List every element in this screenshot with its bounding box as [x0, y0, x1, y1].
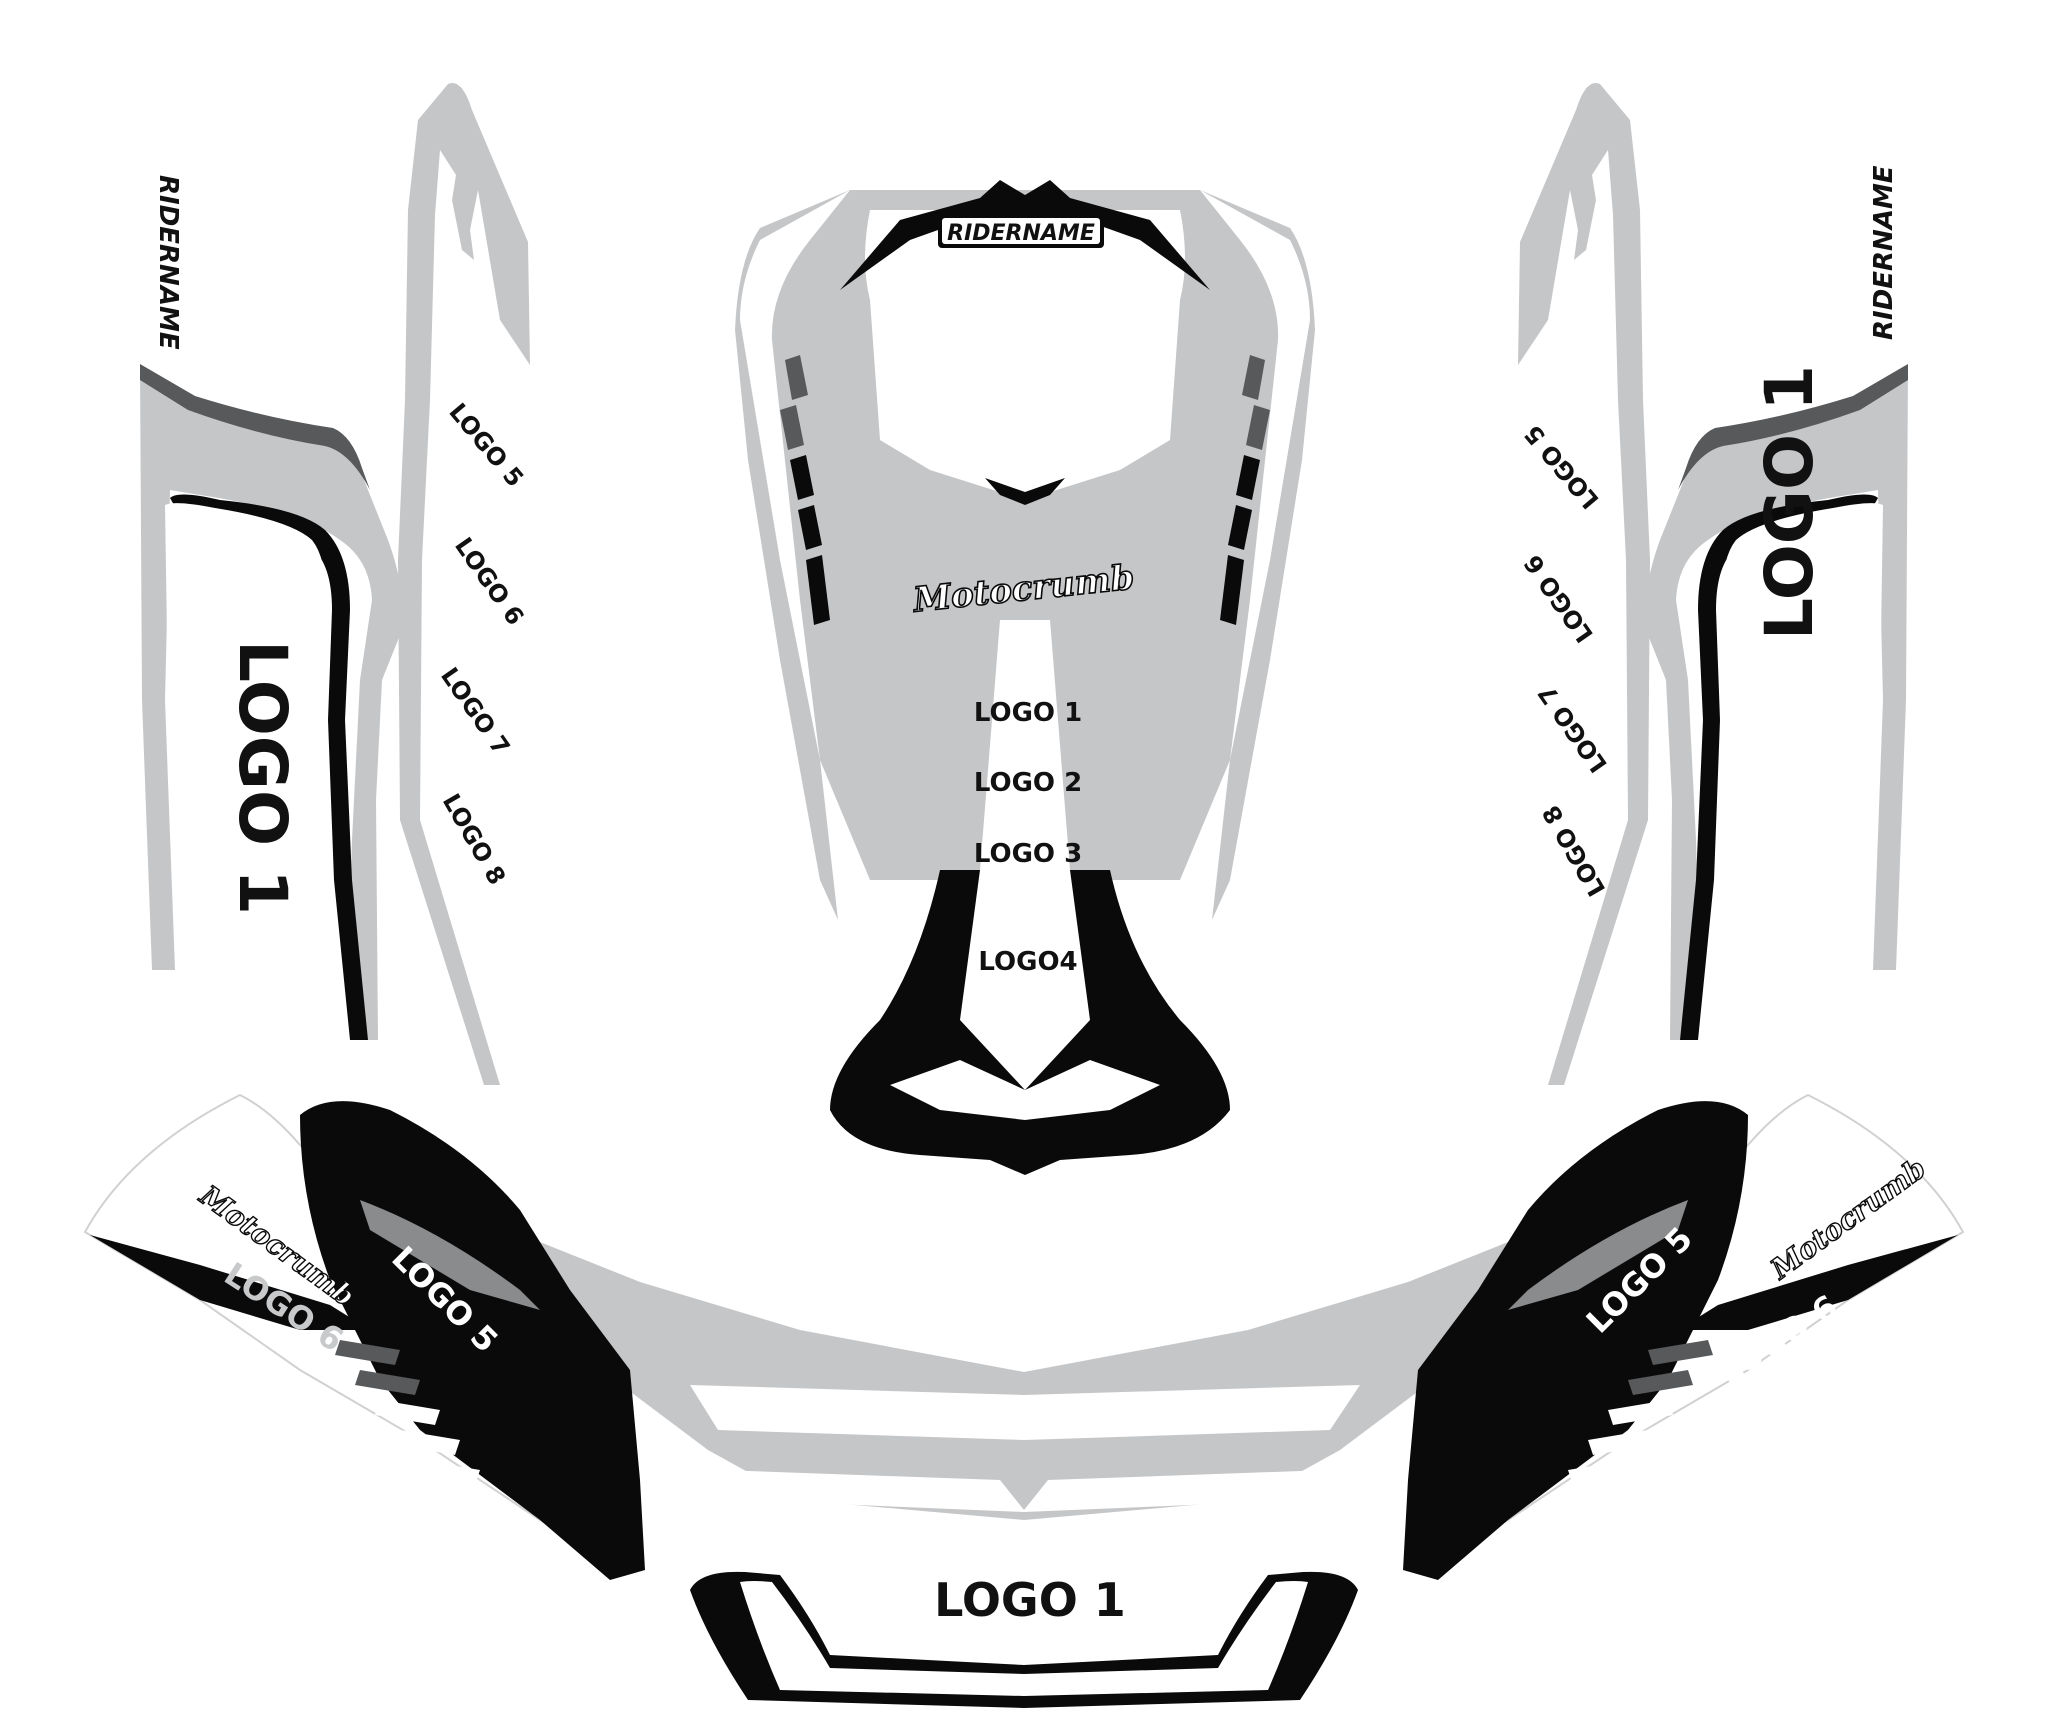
right-logo-6: LOGO 6 — [1519, 550, 1599, 648]
center-logo-4: LOGO4 — [978, 947, 1077, 977]
nose-grey-left-wing — [735, 190, 850, 920]
center-nose-panel: RIDERNAME Motocrumb LOGO 1 LOGO 2 LOGO 3… — [735, 180, 1315, 1175]
right-panel-grey-swoosh — [1518, 83, 1650, 1086]
bumper-white-cutout-lower — [720, 1470, 1328, 1512]
bumper-bottom-white-plate — [740, 1581, 1308, 1696]
right-side-panel — [1518, 83, 1908, 1086]
bumper-right-stripes — [1568, 1340, 1713, 1485]
center-logo-2: LOGO 2 — [974, 768, 1082, 798]
right-panel-grey-body — [1645, 366, 1908, 1040]
nose-white-chevron — [890, 1060, 1160, 1120]
left-logo-1: LOGO 1 — [224, 640, 301, 915]
star-burst-icon — [840, 180, 1210, 290]
nose-grey-right-wing — [1200, 190, 1315, 920]
nose-right-stripes — [1220, 355, 1270, 625]
center-ridername: RIDERNAME — [947, 221, 1095, 246]
left-panel-black-outline — [170, 494, 368, 1040]
left-ridername: RIDERNAME — [153, 175, 183, 350]
left-panel-grey-body — [140, 366, 403, 1040]
front-bumper-panel: LOGO 1 LOGO 5 LOGO 6 LOGO 5 LOGO 6 Motoc… — [83, 1093, 1965, 1708]
left-side-panel — [140, 83, 530, 1086]
bumper-left-stripes — [335, 1340, 480, 1485]
left-logo-7: LOGO 7 — [435, 662, 515, 760]
bumper-right-outer-stripe — [1678, 1235, 1958, 1330]
bumper-left-grey-swoop — [360, 1200, 540, 1310]
right-logo-1: LOGO 1 — [1751, 365, 1828, 640]
right-ridername: RIDERNAME — [1869, 165, 1899, 340]
bumper-right-grey-swoop — [1508, 1200, 1688, 1310]
right-panel-black-outline — [1680, 494, 1878, 1040]
chevron-icon — [985, 478, 1065, 505]
right-logo-5: LOGO 5 — [1519, 420, 1605, 515]
nose-white-opening — [865, 210, 1185, 500]
left-logo-5: LOGO 5 — [443, 398, 529, 493]
bumper-white-cutout-upper — [690, 1385, 1360, 1440]
bumper-logo-1: LOGO 1 — [934, 1573, 1126, 1627]
right-panel-logo-window — [1708, 503, 1883, 1031]
left-logo-8: LOGO 8 — [437, 789, 511, 890]
right-panel-dark-stripe — [1678, 364, 1908, 490]
left-panel-logo-window — [165, 503, 340, 1031]
right-logo-8: LOGO 8 — [1537, 800, 1611, 901]
bumper-left-outer-stripe — [90, 1235, 370, 1330]
left-panel-dark-stripe — [140, 364, 370, 490]
left-panel-grey-swoosh — [398, 83, 530, 1086]
left-logo-6: LOGO 6 — [449, 532, 529, 630]
center-logo-3: LOGO 3 — [974, 839, 1082, 869]
nose-white-stripe — [960, 620, 1090, 1090]
center-logo-1: LOGO 1 — [974, 698, 1082, 728]
nose-left-stripes — [780, 355, 830, 625]
right-logo-7: LOGO 7 — [1533, 680, 1613, 778]
